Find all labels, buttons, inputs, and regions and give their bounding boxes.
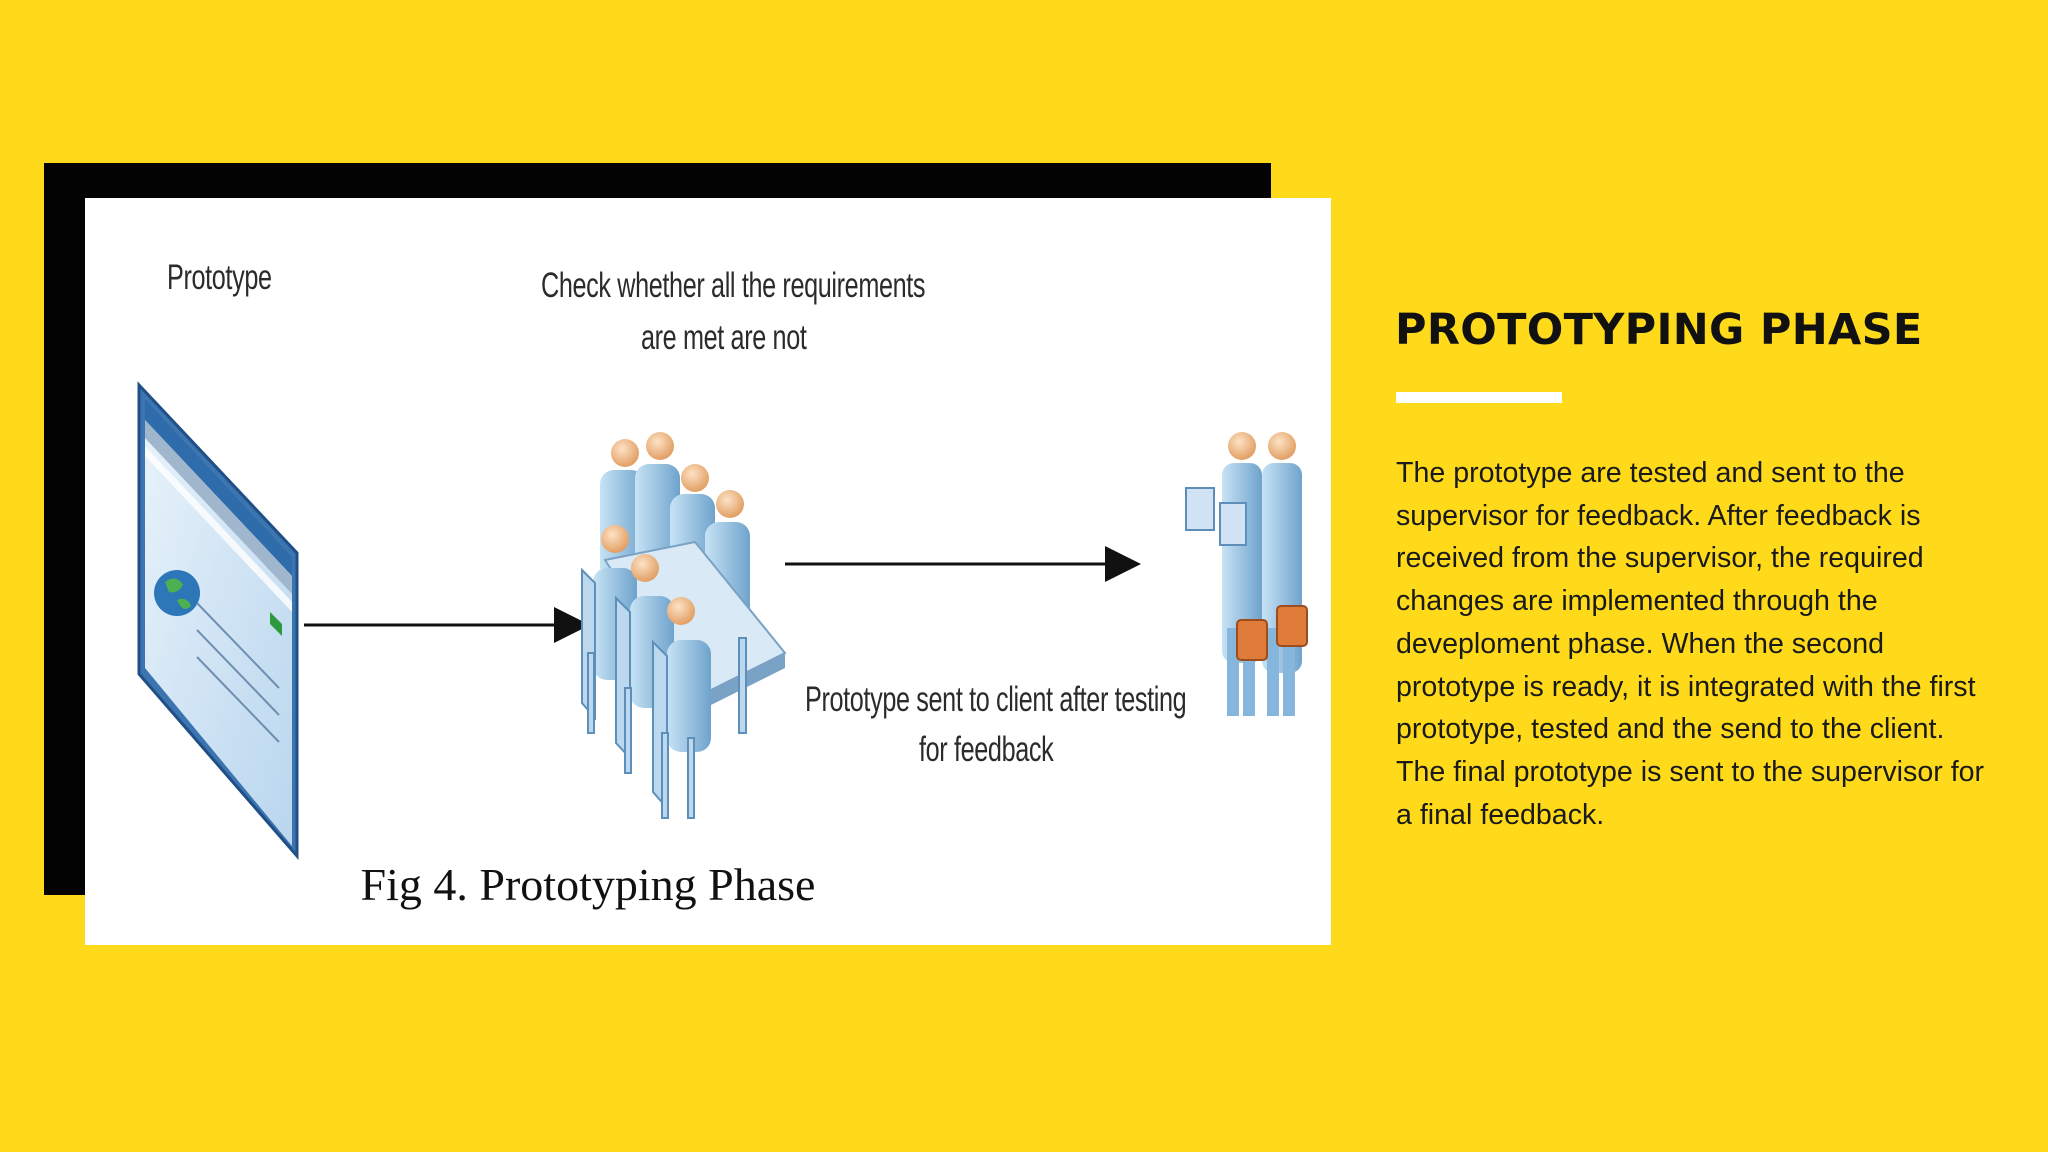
- label-check-line1: Check whether all the requirements: [541, 266, 926, 305]
- slide-body: The prototype are tested and sent to the…: [1396, 452, 2006, 836]
- slide-title: PROTOTYPING PHASE: [1395, 305, 1923, 355]
- label-sent-line2: for feedback: [919, 730, 1054, 769]
- body-line: supervisor for feedback. After feedback …: [1396, 499, 1921, 532]
- body-line: prototype is ready, it is integrated wit…: [1396, 670, 1976, 703]
- prototype-screen-icon: [137, 381, 299, 861]
- body-line: The final prototype is sent to the super…: [1396, 755, 1985, 788]
- body-line: prototype, tested and the send to the cl…: [1396, 713, 1945, 746]
- figure-caption: Fig 4. Prototyping Phase: [85, 858, 1331, 911]
- body-line: The prototype are tested and sent to the: [1396, 457, 1905, 489]
- body-line: a final feedback.: [1396, 798, 1605, 831]
- meeting-group-icon: [581, 432, 787, 819]
- label-check-line2: are met are not: [641, 318, 807, 357]
- body-line: received from the supervisor, the requir…: [1396, 542, 1924, 575]
- prototyping-diagram: [137, 381, 1308, 861]
- figure-card: Prototype Check whether all the requirem…: [85, 198, 1331, 945]
- body-line: changes are implemented through the: [1396, 585, 1878, 618]
- title-underline: [1396, 392, 1562, 403]
- figure-caption-text: Fig 4. Prototyping Phase: [360, 859, 816, 910]
- client-icon: [1185, 432, 1308, 716]
- label-sent-line1: Prototype sent to client after testing: [805, 680, 1187, 719]
- body-line: deveploment phase. When the second: [1396, 627, 1885, 660]
- label-prototype: Prototype: [167, 258, 272, 297]
